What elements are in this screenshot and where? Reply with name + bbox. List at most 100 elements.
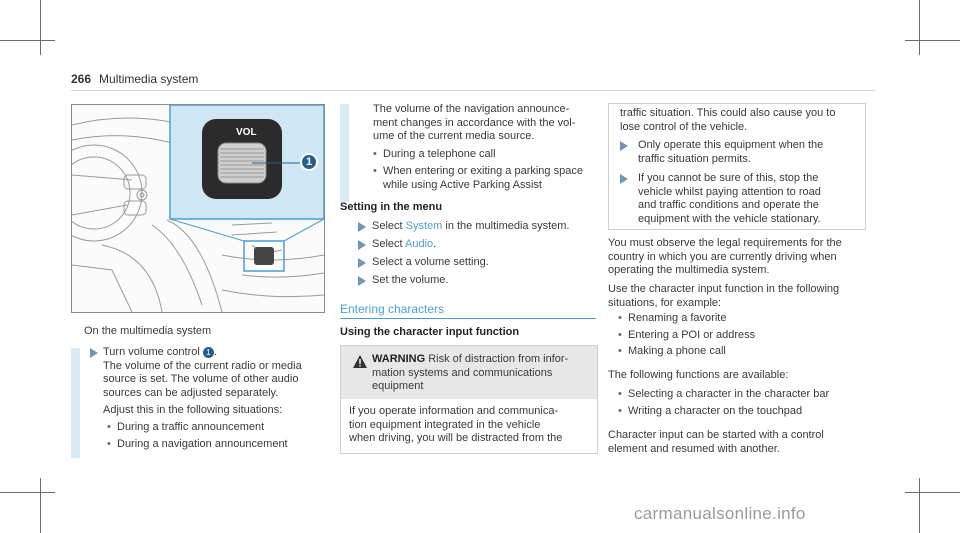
result-line: source is set. The volume of other audio: [103, 373, 299, 386]
figure-caption: On the multimedia system: [84, 325, 212, 337]
list-item-text: Making a phone call: [628, 345, 726, 358]
function-list: Selecting a character in the character b…: [618, 388, 868, 419]
menu-link-audio[interactable]: Audio: [405, 238, 434, 250]
paragraph-line: situations, for example:: [608, 296, 722, 309]
paragraph-line: Character input can be started with a co…: [608, 429, 824, 441]
warning-continuation: traffic situation. This could also cause…: [620, 107, 860, 134]
step-arrow-icon: [358, 258, 366, 268]
paragraph-situations: Use the character input function in the …: [608, 283, 868, 310]
paragraph-line: operating the multimedia system.: [608, 264, 770, 277]
step-select-volume-setting: Select a volume setting.: [372, 256, 489, 268]
step-arrow-icon: [90, 348, 98, 358]
paragraph-line: Use the character input function in the …: [608, 283, 840, 295]
step-arrow-icon: [620, 141, 628, 151]
figure-callout-1: 1: [300, 153, 318, 171]
step-arrow-icon: [358, 222, 366, 232]
list-item-text: Entering a POI or address: [628, 328, 756, 341]
page-header: 266 Multimedia system: [71, 72, 198, 86]
list-item-text: Renaming a favorite: [628, 312, 727, 324]
subheading-character-input: Using the character input function: [340, 326, 520, 338]
crop-mark: [40, 0, 41, 55]
cockpit-illustration: VOL 1: [71, 104, 325, 313]
situation-list: Renaming a favorite Entering a POI or ad…: [618, 312, 868, 359]
step-text: Turn volume control: [103, 346, 200, 358]
warning-body: If you operate information and communica…: [349, 405, 593, 446]
crop-mark: [905, 492, 960, 493]
warning-triangle-icon: [353, 355, 367, 368]
paragraph-line: You must observe the legal requirements …: [608, 237, 842, 249]
list-item: Making a phone call: [618, 345, 868, 359]
warning-line: equipment: [372, 380, 424, 393]
warning-body-line: If you operate information and communica…: [349, 405, 559, 417]
step-select-system: Select System in the multimedia system.: [372, 220, 569, 234]
result-line: The volume of the current radio or media: [103, 359, 302, 372]
crop-mark: [919, 0, 920, 55]
header-rule: [71, 90, 875, 91]
list-item-text: During a traffic announcement: [117, 420, 265, 433]
column-1: Turn volume control 1. The volume of the…: [103, 346, 333, 451]
step-line: If you cannot be sure of this, stop the: [638, 172, 819, 184]
menu-link-system[interactable]: System: [405, 220, 443, 232]
step-text: Select: [372, 220, 406, 232]
step-arrow-icon: [358, 276, 366, 286]
list-item-text: When entering or exiting a parking space: [383, 165, 583, 178]
step-line: traffic situation permits.: [638, 152, 751, 165]
crop-mark: [40, 478, 41, 533]
warning-step-1: Only operate this equipment when the tra…: [638, 139, 858, 166]
paragraph-line: country in which you are currently drivi…: [608, 250, 837, 263]
step-select-audio: Select Audio.: [372, 238, 436, 252]
cont-line: ment changes in accordance with the vol-: [373, 116, 576, 129]
step-text: .: [433, 238, 437, 250]
cont-line: The volume of the navigation announce-: [373, 103, 570, 115]
paragraph-start: Character input can be started with a co…: [608, 429, 868, 456]
subheading-setting-menu: Setting in the menu: [340, 201, 443, 213]
list-item: Selecting a character in the character b…: [618, 388, 868, 402]
cont-line: traffic situation. This could also cause…: [620, 107, 836, 119]
step-set-volume: Set the volume.: [372, 274, 449, 286]
inline-callout-number: 1: [206, 347, 211, 357]
continuation-bar: [340, 104, 349, 202]
column-2: The volume of the navigation announce- m…: [373, 103, 603, 193]
list-item: Renaming a favorite: [618, 312, 868, 326]
callout-number: 1: [305, 156, 313, 168]
list-item: During a navigation announcement: [107, 437, 333, 452]
list-item-text: During a telephone call: [383, 147, 496, 160]
step-line: Only operate this equipment when the: [638, 139, 824, 151]
paragraph-functions: The following functions are available:: [608, 369, 789, 381]
warning-step-2: If you cannot be sure of this, stop the …: [638, 172, 858, 226]
step-arrow-icon: [620, 174, 628, 184]
result-line: Adjust this in the following situations:: [103, 404, 283, 417]
step-arrow-icon: [358, 240, 366, 250]
step-end: .: [213, 346, 217, 358]
crop-mark: [0, 492, 55, 493]
inline-callout-1: 1: [202, 346, 214, 358]
cont-line: ume of the current media source.: [373, 130, 535, 143]
vol-label: VOL: [236, 127, 257, 138]
list-item-text: while using Active Parking Assist: [383, 178, 542, 191]
list-item: Writing a character on the touchpad: [618, 404, 868, 419]
list-item-text: During a navigation announcement: [117, 437, 288, 450]
section-rule: [340, 318, 596, 319]
list-item-text: Writing a character on the touchpad: [628, 404, 803, 417]
page-number: 266: [71, 72, 92, 86]
warning-line: mation systems and communications: [372, 366, 553, 379]
result-line: sources can be adjusted separately.: [103, 386, 279, 399]
list-item: During a traffic announcement: [107, 420, 333, 435]
paragraph-line: element and resumed with another.: [608, 442, 780, 455]
step-bar: [71, 348, 80, 458]
watermark-logo: carmanualsonline.info: [634, 504, 806, 523]
list-item-text: Selecting a character in the character b…: [628, 388, 830, 400]
paragraph-legal: You must observe the legal requirements …: [608, 237, 868, 278]
step-text: Select: [372, 238, 406, 250]
section-name: Multimedia system: [99, 72, 199, 86]
warning-head-text: WARNING Risk of distraction from infor- …: [372, 353, 594, 394]
cont-line: lose control of the vehicle.: [620, 120, 748, 133]
step-volume-control: Turn volume control 1.: [103, 346, 333, 360]
crop-mark: [919, 478, 920, 533]
list-item: Entering a POI or address: [618, 328, 868, 343]
list-item: During a telephone call: [373, 147, 603, 162]
step-line: and traffic conditions and operate the: [638, 199, 819, 212]
warning-body-line: tion equipment integrated in the vehicle: [349, 418, 541, 431]
step-line: vehicle whilst paying attention to road: [638, 185, 821, 198]
cockpit-drawing: [72, 105, 324, 312]
